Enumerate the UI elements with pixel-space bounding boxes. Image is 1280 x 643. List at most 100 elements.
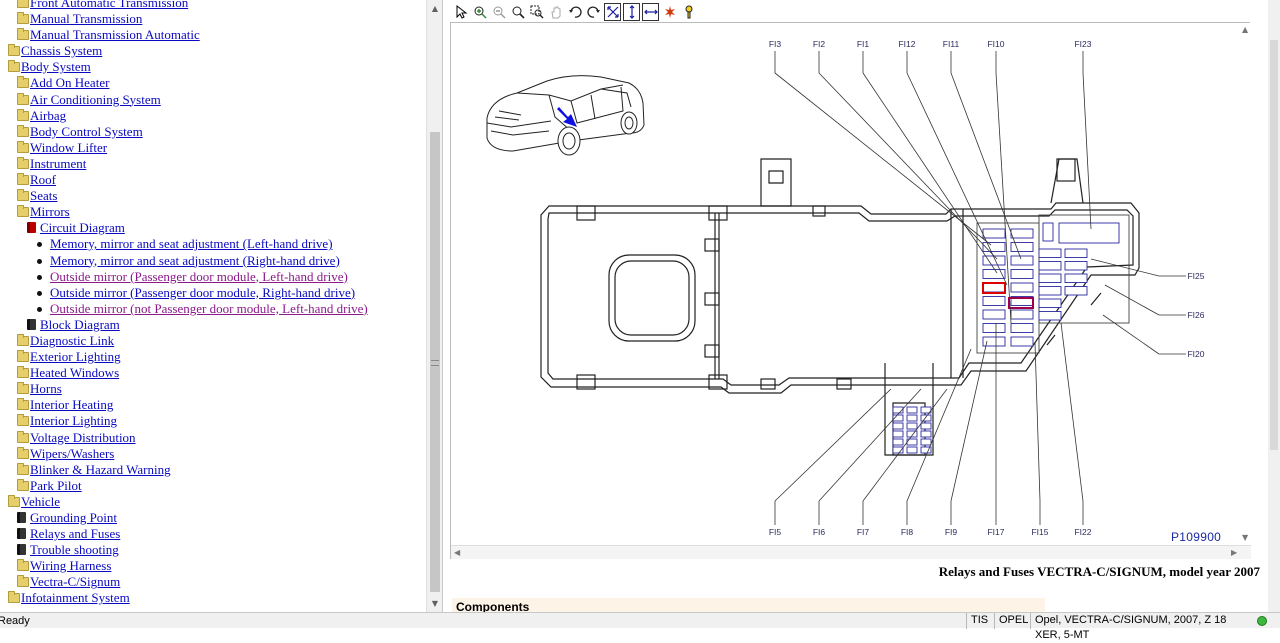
tree-item-label[interactable]: Airbag	[30, 107, 67, 123]
tree-item-label[interactable]: Outside mirror (Passenger door module, R…	[50, 284, 356, 300]
tree-item-label[interactable]: Front Automatic Transmission	[30, 0, 189, 10]
tree-item[interactable]: Chassis System	[0, 43, 426, 59]
tree-item-label[interactable]: Heated Windows	[30, 365, 120, 381]
tree-item[interactable]: Outside mirror (Passenger door module, L…	[0, 269, 426, 285]
scroll-left-arrow-icon[interactable]: ◀	[454, 548, 461, 557]
tree-item-label[interactable]: Grounding Point	[30, 510, 118, 525]
tree-item[interactable]: Outside mirror (not Passenger door modul…	[0, 301, 426, 317]
tree-item-label[interactable]: Seats	[30, 188, 58, 204]
tree-item[interactable]: Voltage Distribution	[0, 430, 426, 446]
zoom-tool[interactable]	[509, 3, 526, 21]
tree-item[interactable]: Block Diagram	[0, 317, 426, 333]
tree-item-label[interactable]: Trouble shooting	[30, 542, 119, 558]
tree-scrollbar-thumb[interactable]	[430, 132, 440, 592]
scroll-down-arrow-icon[interactable]: ▼	[431, 599, 439, 608]
tree-item[interactable]: Airbag	[0, 108, 426, 124]
tree-item[interactable]: Add On Heater	[0, 75, 426, 91]
tree-item-label[interactable]: Interior Lighting	[30, 413, 118, 429]
tree-item[interactable]: Memory, mirror and seat adjustment (Righ…	[0, 253, 426, 269]
tree-item[interactable]: Wipers/Washers	[0, 446, 426, 462]
tree-item-label[interactable]: Manual Transmission	[30, 11, 143, 27]
tree-item[interactable]: Body Control System	[0, 124, 426, 140]
tree-item[interactable]: Wiring Harness	[0, 558, 426, 574]
tree-item-label[interactable]: Vectra-C/Signum	[30, 574, 121, 590]
tree-item-label[interactable]: Mirrors	[30, 204, 70, 220]
viewer-vertical-scrollbar[interactable]: ▲ ▼	[1241, 23, 1251, 545]
tree-item[interactable]: Vectra-C/Signum	[0, 574, 426, 590]
tree-item-label[interactable]: Vehicle	[21, 493, 60, 509]
tree-item-label[interactable]: Horns	[30, 381, 62, 397]
tree-item[interactable]: Body System	[0, 59, 426, 75]
page-scrollbar-thumb[interactable]	[1270, 40, 1278, 450]
tree-item[interactable]: Exterior Lighting	[0, 349, 426, 365]
help-tool[interactable]	[680, 3, 697, 21]
tree-item[interactable]: Park Pilot	[0, 478, 426, 494]
tree-item-label[interactable]: Park Pilot	[30, 477, 82, 493]
zoom-out-tool[interactable]	[490, 3, 507, 21]
tree-item-label[interactable]: Wipers/Washers	[30, 445, 115, 461]
scroll-up-arrow-icon[interactable]: ▲	[1242, 25, 1249, 34]
zoom-in-tool[interactable]	[471, 3, 488, 21]
tree-item[interactable]: Circuit Diagram	[0, 220, 426, 236]
scroll-down-arrow-icon[interactable]: ▼	[1242, 533, 1249, 542]
tree-item[interactable]: Diagnostic Link	[0, 333, 426, 349]
tree-item[interactable]: Horns	[0, 381, 426, 397]
tree-item-label[interactable]: Interior Heating	[30, 397, 114, 413]
tree-item-label[interactable]: Diagnostic Link	[30, 332, 115, 348]
tree-item[interactable]: Relays and Fuses	[0, 526, 426, 542]
tree-item-label[interactable]: Voltage Distribution	[30, 429, 136, 445]
tree-item-label[interactable]: Infotainment System	[21, 590, 130, 606]
tree-item[interactable]: Mirrors	[0, 204, 426, 220]
pan-tool[interactable]	[547, 3, 564, 21]
tree-item-label[interactable]: Air Conditioning System	[30, 91, 161, 107]
tree-item-label[interactable]: Wiring Harness	[30, 558, 112, 574]
tree-item-label[interactable]: Chassis System	[21, 43, 103, 59]
tree-scrollbar[interactable]: ▲ ▼	[426, 0, 442, 612]
tree-item[interactable]: Instrument	[0, 156, 426, 172]
tree-item[interactable]: Trouble shooting	[0, 542, 426, 558]
rotate-left-tool[interactable]	[566, 3, 583, 21]
tree-item[interactable]: Outside mirror (Passenger door module, R…	[0, 285, 426, 301]
tree-item-label[interactable]: Window Lifter	[30, 139, 108, 155]
tree-item[interactable]: Infotainment System	[0, 590, 426, 606]
tree-item[interactable]: Memory, mirror and seat adjustment (Left…	[0, 236, 426, 252]
tree-item-label[interactable]: Blinker & Hazard Warning	[30, 461, 171, 477]
tree-item[interactable]: Heated Windows	[0, 365, 426, 381]
tree-item-label[interactable]: Memory, mirror and seat adjustment (Left…	[50, 236, 333, 252]
tree-item-label[interactable]: Circuit Diagram	[40, 220, 125, 236]
tree-item[interactable]: Front Automatic Transmission	[0, 0, 426, 11]
zoom-window-tool[interactable]	[528, 3, 545, 21]
tree-item-label[interactable]: Outside mirror (Passenger door module, L…	[50, 268, 348, 284]
tree-item[interactable]: Seats	[0, 188, 426, 204]
tree-item-label[interactable]: Add On Heater	[30, 75, 110, 91]
tree-item-label[interactable]: Block Diagram	[40, 316, 120, 332]
tree-item-label[interactable]: Relays and Fuses	[30, 526, 121, 542]
tree-item[interactable]: Grounding Point	[0, 510, 426, 526]
tree-item-label[interactable]: Roof	[30, 172, 56, 188]
tree-item[interactable]: Vehicle	[0, 494, 426, 510]
rotate-right-tool[interactable]	[585, 3, 602, 21]
fit-width-tool[interactable]	[642, 3, 659, 21]
tree-item[interactable]: Roof	[0, 172, 426, 188]
tree-item-label[interactable]: Exterior Lighting	[30, 349, 121, 365]
select-pointer-tool[interactable]	[452, 3, 469, 21]
tree-item[interactable]: Blinker & Hazard Warning	[0, 462, 426, 478]
tree-item-label[interactable]: Body Control System	[30, 123, 143, 139]
tree-item[interactable]: Air Conditioning System	[0, 92, 426, 108]
fit-height-tool[interactable]	[623, 3, 640, 21]
scroll-right-arrow-icon[interactable]: ▶	[1231, 548, 1238, 557]
tree-item-label[interactable]: Outside mirror (not Passenger door modul…	[50, 300, 368, 316]
fit-window-tool[interactable]	[604, 3, 621, 21]
tree-item-label[interactable]: Manual Transmission Automatic	[30, 27, 200, 43]
tree-item[interactable]: Manual Transmission	[0, 11, 426, 27]
tree-item[interactable]: Interior Heating	[0, 397, 426, 413]
scroll-up-arrow-icon[interactable]: ▲	[431, 4, 439, 13]
tree-item-label[interactable]: Instrument	[30, 155, 87, 171]
viewer-horizontal-scrollbar[interactable]: ◀ ▶	[451, 545, 1251, 559]
tree-item[interactable]: Manual Transmission Automatic	[0, 27, 426, 43]
tree-item[interactable]: Window Lifter	[0, 140, 426, 156]
page-scrollbar[interactable]	[1268, 0, 1280, 612]
tree-item[interactable]: Interior Lighting	[0, 413, 426, 429]
highlight-tool[interactable]	[661, 3, 678, 21]
